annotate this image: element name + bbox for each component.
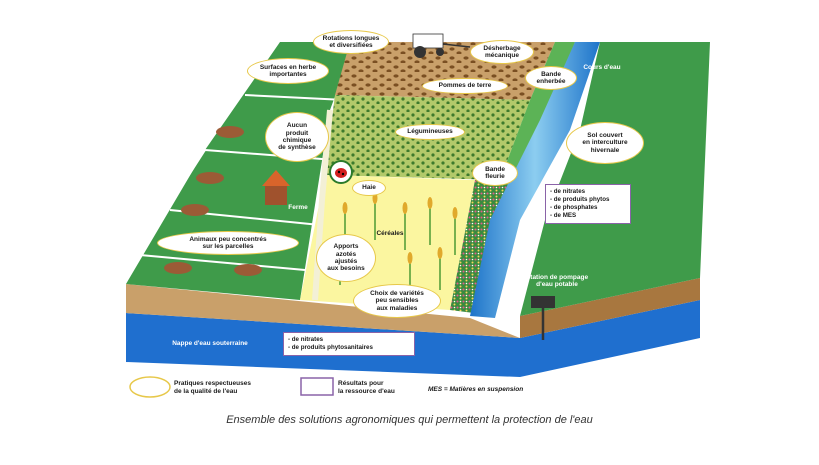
cows bbox=[164, 126, 262, 276]
label-haie: Haie bbox=[352, 180, 386, 196]
river-results-box: - de nitrates - de produits phytos - de … bbox=[545, 184, 631, 225]
label-ferme: Ferme bbox=[288, 204, 308, 211]
label-pommes-terre: Pommes de terre bbox=[422, 78, 508, 94]
aquifer-results-box: - de nitrates - de produits phytosanitai… bbox=[283, 332, 415, 357]
label-apports-azotes: Apports azotés ajustés aux besoins bbox=[316, 234, 376, 282]
label-bande-fleurie: Bande fleurie bbox=[472, 160, 518, 186]
ladybird-icon bbox=[329, 160, 353, 184]
label-desherbage: Désherbage mécanique bbox=[470, 40, 534, 64]
soil-block-right bbox=[520, 278, 700, 338]
farm-building bbox=[262, 170, 290, 205]
label-station-pompage: Station de pompage d'eau potable bbox=[525, 274, 589, 289]
label-rotations: Rotations longues et diversifiées bbox=[313, 30, 389, 54]
pumping-station bbox=[531, 296, 555, 340]
label-cours-eau: Cours d'eau bbox=[583, 64, 621, 71]
tractor bbox=[412, 33, 471, 58]
label-animaux: Animaux peu concentrés sur les parcelles bbox=[157, 231, 299, 255]
label-aucun-produit: Aucun produit chimique de synthèse bbox=[265, 112, 329, 162]
label-choix-varietes: Choix de variétés peu sensibles aux mala… bbox=[353, 284, 441, 318]
label-nappe: Nappe d'eau souterraine bbox=[172, 340, 248, 347]
river-result-item: - de nitrates bbox=[550, 188, 586, 195]
legend-mes-text: MES = Matières en suspension bbox=[428, 386, 524, 393]
aquifer-result-item: - de produits phytosanitaires bbox=[288, 344, 373, 352]
river-result-item: - de produits phytos bbox=[550, 196, 610, 204]
label-sol-couvert: Sol couvert en interculture hivernale bbox=[566, 122, 644, 164]
right-grass bbox=[520, 42, 710, 316]
soil-block-front bbox=[126, 284, 520, 338]
label-cereales: Céréales bbox=[376, 230, 404, 237]
pasture-field-lines bbox=[139, 59, 346, 271]
river bbox=[470, 42, 600, 318]
river-result-item: - de MES bbox=[550, 212, 577, 220]
label-bande-enherbee: Bande enherbée bbox=[525, 66, 577, 90]
figure-caption: Ensemble des solutions agronomiques qui … bbox=[226, 414, 593, 426]
river-result-item: - de phosphates bbox=[550, 204, 598, 212]
label-legumineuses: Légumineuses bbox=[395, 124, 465, 140]
legend-rect-symbol bbox=[300, 377, 334, 396]
label-surfaces-herbe: Surfaces en herbe importantes bbox=[247, 58, 329, 84]
legend-oval-symbol bbox=[129, 376, 171, 398]
legend-rect-text: Résultats pour la ressource d'eau bbox=[338, 380, 395, 395]
legend-oval-text: Pratiques respectueuses de la qualité de… bbox=[174, 380, 251, 395]
aquifer-result-item: - de nitrates bbox=[288, 336, 324, 343]
